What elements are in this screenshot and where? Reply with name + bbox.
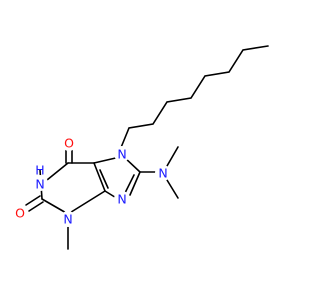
atom-dimethylamino-n: N — [158, 166, 167, 181]
carbonyl-bonds — [25, 147, 73, 212]
bond-c2-o2-b — [28, 201, 44, 212]
dimethylamino-bonds — [139, 146, 179, 199]
n9-label-bg — [114, 191, 130, 207]
n7-label-bg — [114, 146, 130, 162]
bond-nme2-me-down — [166, 179, 179, 199]
o2-label-bg — [12, 205, 28, 221]
n1-label-bg — [32, 175, 48, 191]
structure-svg: N H N N N N O O — [12, 45, 269, 250]
atom-n3: N — [63, 212, 72, 227]
atom-n7: N — [117, 147, 126, 162]
bond-c2-o2-a — [25, 195, 41, 206]
bond-c4-n3 — [67, 190, 106, 215]
atom-n1-h: H — [35, 163, 44, 178]
bond-n3-c2 — [41, 198, 69, 215]
bond-nme2-me-up — [166, 146, 179, 167]
bond-n1-c6 — [46, 162, 69, 181]
atom-labels: N H N N N N O O — [12, 135, 171, 227]
atom-o6: O — [64, 136, 74, 151]
bond-c8-n9 — [129, 171, 141, 196]
octyl-chain — [119, 45, 269, 151]
atom-o2: O — [15, 206, 25, 221]
nme2-label-bg — [155, 165, 171, 181]
atom-n9: N — [117, 192, 126, 207]
atom-n1: N — [35, 177, 44, 192]
bond-c5-c4 — [93, 162, 106, 192]
o6-label-bg — [61, 135, 77, 151]
molecule-diagram: N H N N N N O O — [12, 45, 269, 250]
bond-c5-c4-inner — [99, 169, 109, 189]
bond-c8-n9-inner — [124, 174, 135, 194]
n3-label-bg — [60, 211, 76, 227]
